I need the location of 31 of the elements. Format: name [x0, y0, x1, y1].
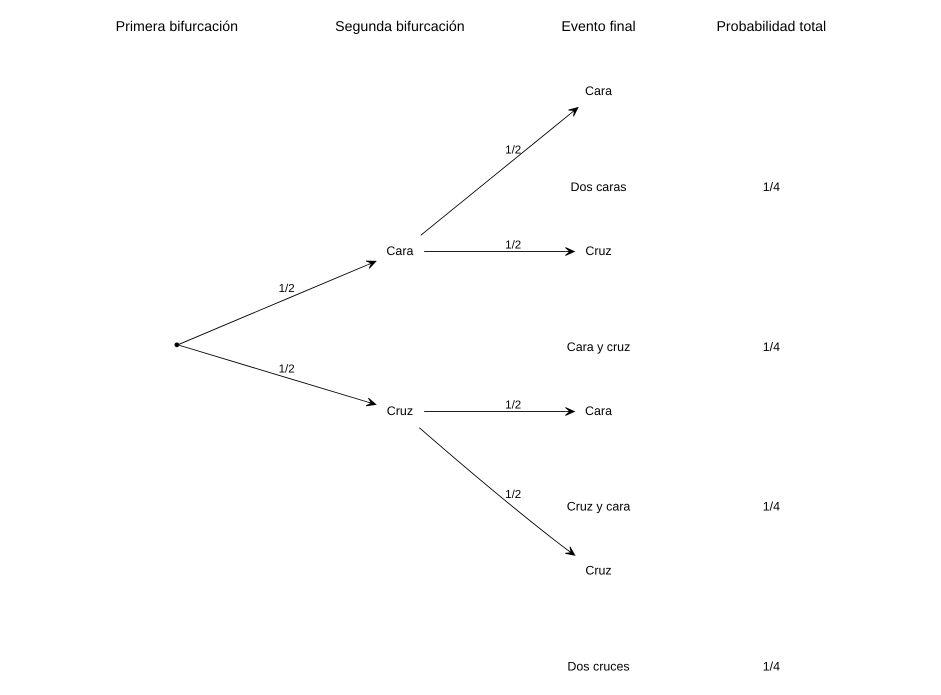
label: Cara y cruz: [566, 340, 630, 354]
node-text: Cara: [386, 244, 413, 258]
node-text: Cruz: [584, 244, 612, 258]
node-text: Cruz: [584, 564, 612, 578]
label: 1/4: [762, 660, 780, 674]
edge-label: 1/2: [278, 364, 294, 376]
arrow: [418, 427, 575, 556]
edge-label: 1/2: [278, 282, 294, 295]
node-text: Cara: [584, 84, 612, 98]
edge-label: 1/2: [504, 399, 521, 412]
edge-label: 1/2: [504, 144, 521, 156]
label: Dos caras: [570, 180, 626, 194]
label: 1/4: [762, 340, 780, 354]
arrow: [178, 344, 376, 406]
label: 1/4: [762, 500, 780, 514]
label: Probabilidad total: [716, 18, 826, 35]
arrow: [423, 247, 574, 256]
label: Segunda bifurcación: [334, 18, 464, 35]
label: Primera bifurcación: [115, 18, 238, 35]
label: Cruz y cara: [566, 500, 630, 514]
node-text: Cruz: [386, 404, 413, 418]
node-point: [174, 342, 179, 348]
node-text: Cara: [584, 404, 612, 418]
label: Evento final: [560, 18, 636, 35]
arrow: [420, 107, 578, 236]
label: Dos cruces: [566, 660, 630, 674]
label: 1/4: [762, 180, 780, 194]
edge-label: 1/2: [504, 239, 521, 252]
edge-label: 1/2: [504, 489, 521, 502]
arrow: [178, 260, 376, 345]
arrow: [423, 407, 574, 416]
